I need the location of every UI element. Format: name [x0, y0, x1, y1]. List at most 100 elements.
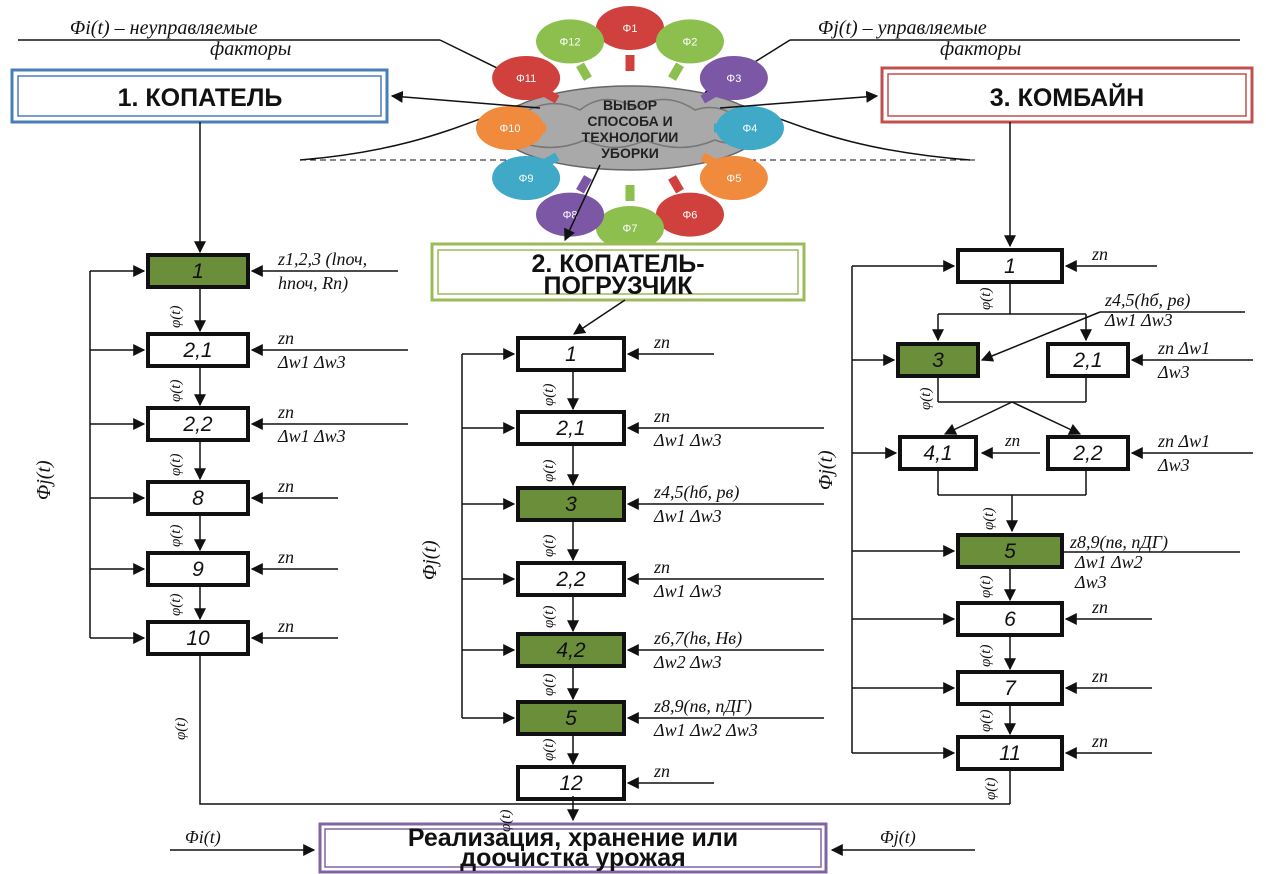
input-label: z1,2,3 (lпоч,: [277, 249, 367, 270]
factor-label: Φ6: [683, 210, 698, 222]
center-text-4: УБОРКИ: [601, 145, 659, 161]
factor-arrow: [576, 62, 592, 81]
machine-digger-header: 1. КОПАТЕЛЬ: [10, 68, 389, 124]
phi-t-label: φ(t): [918, 388, 934, 410]
process-block-label: 1: [192, 260, 204, 283]
factor-label: Φ11: [516, 73, 536, 85]
input-label: Δw1 Δw3: [653, 506, 722, 526]
input-label: z4,5(hб, pв): [1104, 290, 1190, 311]
middle-feedback-label: Φj(t): [419, 540, 441, 580]
input-label: zn: [277, 328, 294, 348]
phi-t-label: φ(t): [541, 674, 557, 696]
process-block-label: 1: [565, 343, 577, 366]
process-block: [956, 670, 1064, 706]
svg-text:φ(t): φ(t): [173, 718, 189, 740]
process-block: [516, 561, 626, 597]
center-text-2: СПОСОБА И: [587, 113, 672, 129]
svg-text:Реализация, хранение или: Реализация, хранение или: [408, 824, 738, 852]
factor-circle: [596, 6, 664, 50]
process-block-label: 2,1: [182, 339, 212, 362]
input-label: zn: [277, 616, 294, 636]
factor-arrow: [541, 87, 560, 104]
input-label: Δw3: [1157, 362, 1190, 382]
svg-text:φ(t): φ(t): [983, 778, 999, 800]
process-block: [956, 601, 1064, 637]
phi-t-label: φ(t): [168, 525, 184, 547]
process-block: [516, 336, 626, 372]
process-block: [516, 486, 626, 522]
factor-circle: [715, 106, 784, 150]
factor-arrow: [541, 152, 560, 169]
input-label: zn: [1091, 666, 1108, 686]
factor-circle: [536, 192, 605, 237]
input-label: zn: [653, 332, 670, 352]
merge-lines: φ(t) φ(t) φ(t): [173, 654, 1011, 832]
factor-label: Φ4: [742, 123, 757, 135]
process-block-label: 4,2: [556, 639, 586, 662]
process-block: [146, 406, 250, 442]
process-block-label: 10: [186, 627, 210, 650]
phi-t-label: φ(t): [978, 645, 994, 667]
input-label: zn: [277, 402, 294, 422]
input-label: zn Δw1: [1157, 338, 1210, 358]
process-block-label: 8: [192, 487, 204, 510]
factor-arrow: [700, 87, 719, 104]
phi-t-label: φ(t): [168, 454, 184, 476]
process-block: [896, 342, 980, 378]
svg-text:ПОГРУЗЧИК: ПОГРУЗЧИК: [544, 272, 694, 300]
process-block: [516, 765, 626, 801]
input-label: zn: [1004, 431, 1020, 450]
center-text-3: ТЕХНОЛОГИИ: [582, 129, 679, 145]
process-block-label: 3: [565, 493, 577, 516]
process-block: [146, 620, 250, 656]
factor-arrow: [576, 175, 592, 194]
result-box: Реализация, хранение или доочистка урожа…: [318, 822, 828, 874]
process-block: [1046, 435, 1130, 471]
process-block-label: 5: [565, 707, 577, 730]
process-block: [1046, 342, 1130, 378]
process-block-label: 2,2: [555, 568, 586, 591]
factor-circle: [699, 156, 768, 200]
factor-label: Φ2: [683, 36, 698, 48]
factor-circle: [699, 56, 768, 100]
factor-circle: [596, 206, 664, 250]
phi-t-label: φ(t): [168, 306, 184, 328]
process-block-label: 11: [999, 742, 1021, 765]
result-inputs: Φi(t) Φj(t): [170, 827, 975, 856]
input-label: z4,5(hб, pв): [653, 482, 739, 503]
factor-label: Φ10: [500, 123, 521, 135]
phi-t-label: φ(t): [981, 508, 997, 530]
flow-arrow: [1011, 401, 1082, 435]
process-block: [516, 410, 626, 446]
input-label: zn: [1091, 731, 1108, 751]
input-label: Δw1 Δw2: [1074, 552, 1143, 572]
input-label: hпоч, Rn): [278, 273, 348, 294]
input-label: zn: [277, 476, 294, 496]
factor-circle: [655, 19, 724, 64]
factor-arrow: [668, 62, 684, 81]
svg-text:Φi(t): Φi(t): [185, 827, 221, 848]
input-label: Δw1 Δw3: [277, 352, 346, 372]
factor-circle: [476, 106, 545, 150]
phi-t-label: φ(t): [168, 380, 184, 402]
phi-t-label: φ(t): [978, 576, 994, 598]
flow-arrow: [980, 311, 1101, 362]
factor-label: Φ9: [519, 173, 534, 185]
input-label: Δw3: [1157, 455, 1190, 475]
svg-text:2. КОПАТЕЛЬ-: 2. КОПАТЕЛЬ-: [531, 250, 704, 278]
factor-label: Φ3: [726, 73, 741, 85]
process-block: [146, 551, 250, 587]
process-block-label: 5: [1004, 540, 1016, 563]
process-block-label: 2,2: [1072, 442, 1103, 465]
process-block-label: 6: [1004, 608, 1016, 631]
process-block-label: 2,1: [1072, 349, 1102, 372]
phi-t-label: φ(t): [541, 460, 557, 482]
input-label: zn: [1091, 244, 1108, 264]
phi-t-label: φ(t): [541, 384, 557, 406]
flow-arrow: [943, 401, 1013, 435]
svg-text:Φj(t): Φj(t): [880, 827, 916, 848]
process-block-label: 1: [1004, 255, 1016, 278]
